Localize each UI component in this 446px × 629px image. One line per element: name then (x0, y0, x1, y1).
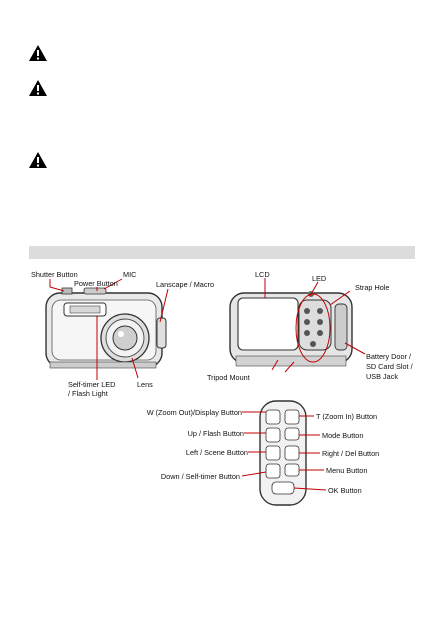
lens-label: Lens (137, 380, 153, 389)
w-zoom-out-label: W (Zoom Out)/Display Button (146, 408, 242, 417)
warning-icon (29, 152, 47, 168)
shutter-button-label: Shutter Button (31, 270, 78, 279)
led-label: LED (312, 274, 327, 283)
up-flash-label: Up / Flash Button (187, 429, 244, 438)
down-self-timer-label: Down / Self-timer Button (160, 472, 240, 481)
camera-back-drawing (229, 291, 353, 367)
self-timer-led-label-2: / Flash Light (68, 389, 108, 398)
battery-door-label-3: USB Jack (366, 372, 399, 381)
lcd-label: LCD (255, 270, 270, 279)
battery-door-label-1: Battery Door / (366, 352, 412, 361)
power-button-label: Power Button (74, 279, 118, 288)
t-zoom-in-label: T (Zoom In) Button (316, 412, 378, 421)
warning-icon (29, 80, 47, 96)
section-header-band (29, 246, 415, 259)
mic-label: MIC (123, 270, 137, 279)
menu-button-label: Menu Button (326, 466, 368, 475)
strap-hole-label: Strap Hole (355, 283, 390, 292)
tripod-mount-label: Tripod Mount (207, 373, 250, 382)
button-panel-drawing (259, 400, 307, 506)
warning-icon (29, 45, 47, 61)
ok-button-label: OK Button (328, 486, 362, 495)
right-del-label: Right / Del Button (322, 449, 380, 458)
leader-lines (49, 278, 366, 491)
mode-button-label: Mode Button (322, 431, 364, 440)
landscape-macro-label: Lanscape / Macro (156, 280, 215, 289)
battery-door-label-2: SD Card Slot / (366, 362, 413, 371)
self-timer-led-label-1: Self-timer LED (68, 380, 116, 389)
camera-front-drawing (45, 287, 167, 369)
left-scene-label: Left / Scene Button (185, 448, 248, 457)
